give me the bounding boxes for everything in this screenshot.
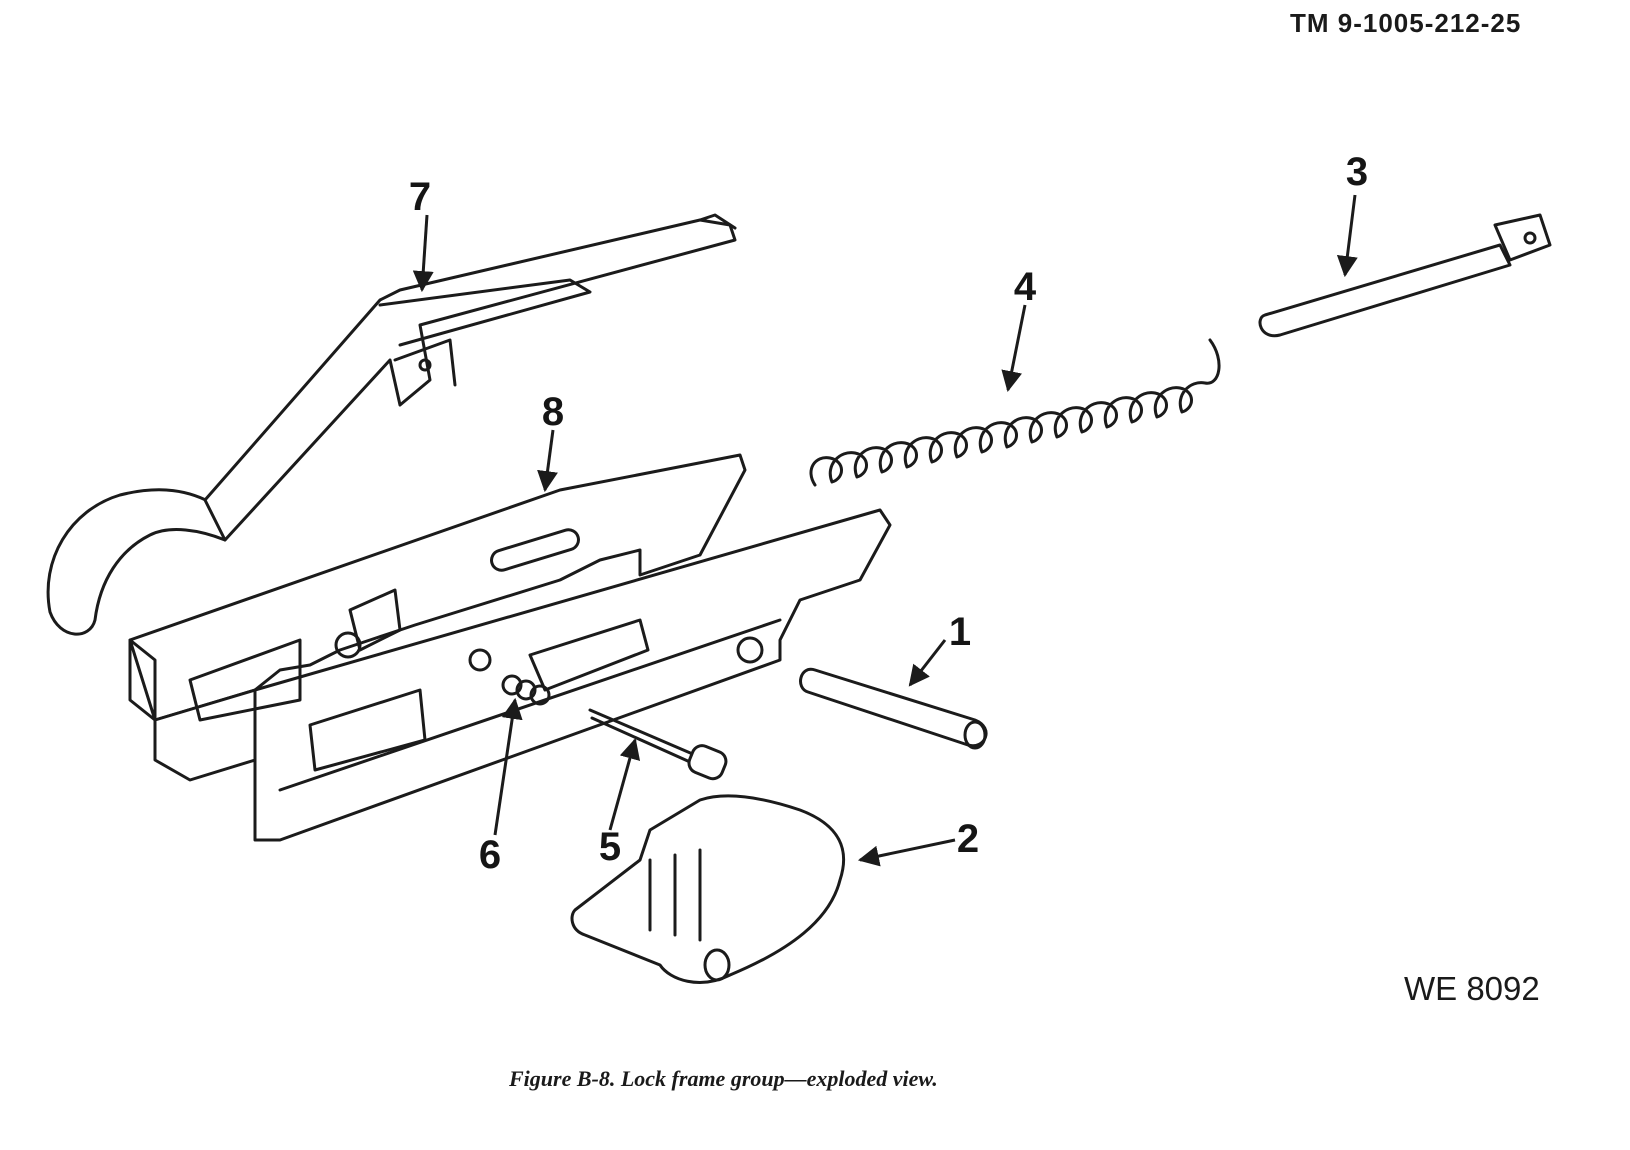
callout-6: 6 [479, 833, 501, 877]
part-5-plunger-pin [588, 708, 728, 781]
part-6-small-spring [501, 674, 551, 706]
callout-1: 1 [949, 610, 971, 654]
part-3-guide-rod [1258, 213, 1552, 338]
part-8-lock-frame [128, 453, 892, 842]
figure-id: WE 8092 [1404, 970, 1540, 1007]
manual-code: TM 9-1005-212-25 [1290, 8, 1522, 38]
callout-7: 7 [409, 175, 431, 219]
callout-8: 8 [542, 390, 564, 434]
callout-3: 3 [1346, 150, 1368, 194]
part-1-pin [799, 667, 988, 750]
callout-5: 5 [599, 825, 621, 869]
part-4-coil-spring [809, 338, 1221, 487]
part-7-lever [46, 213, 737, 636]
part-2-cam [570, 794, 846, 984]
figure-caption: Figure B-8. Lock frame group—exploded vi… [509, 1066, 938, 1091]
callout-4: 4 [1014, 265, 1037, 309]
callout-2: 2 [957, 817, 979, 861]
